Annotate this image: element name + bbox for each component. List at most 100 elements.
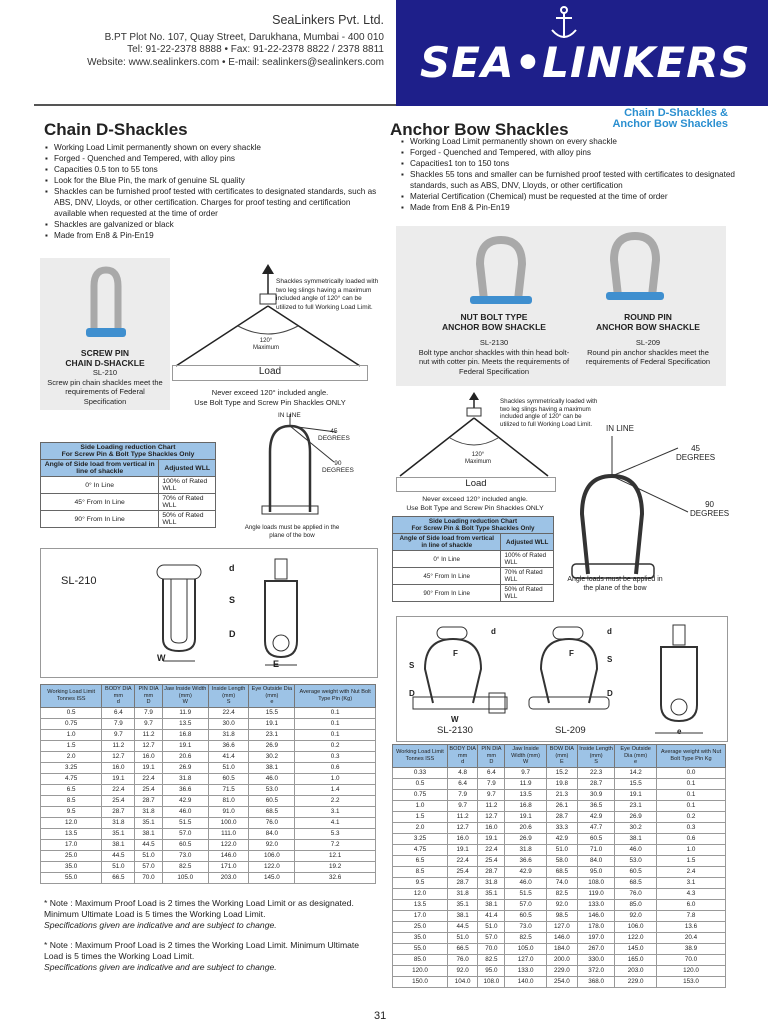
table-cell: 90° From In Line (391, 584, 502, 602)
table-cell: 0.6 (294, 761, 376, 774)
table-cell: 92.0 (545, 898, 579, 911)
table-cell: 28.7 (134, 794, 163, 807)
table-cell: 82.5 (545, 887, 579, 900)
shackle-side-drawing (264, 558, 298, 666)
table-cell: 11.9 (161, 706, 209, 719)
table-cell: 12.7 (446, 821, 479, 834)
dim-d-left: d (229, 563, 235, 573)
table-cell: 82.5 (477, 953, 506, 966)
angle-90-value-r: 90 (705, 500, 715, 509)
table-cell: 66.5 (446, 942, 479, 955)
dim-D-right-2: D (607, 689, 613, 698)
angle-value: 120° (259, 338, 273, 344)
table-cell: 372.0 (577, 964, 616, 977)
table-cell: 26.9 (614, 810, 658, 823)
table-cell: 73.0 (504, 920, 547, 933)
table-cell: 47.7 (577, 821, 616, 834)
table-cell: 3.1 (294, 805, 376, 818)
table-cell: 60.5 (161, 838, 209, 851)
list-item: Made from En8 & Pin-En19 (45, 230, 384, 241)
dim-D-right: D (409, 689, 415, 698)
angle-diagram-left (261, 414, 337, 515)
table-cell: 84.0 (248, 827, 296, 840)
table-cell: 1.4 (294, 783, 376, 796)
table-cell: 31.8 (207, 728, 250, 741)
table-cell: 30.0 (207, 717, 250, 730)
list-item: Shackles are galvanized or black (45, 219, 384, 230)
column-header: BOW DIA (mm)E (545, 744, 579, 768)
dim-w-left: W (157, 653, 166, 663)
table-cell: 82.5 (161, 860, 209, 873)
table-cell: 122.0 (248, 860, 296, 873)
table-cell: 51.5 (504, 887, 547, 900)
table-cell: 3.25 (39, 761, 103, 774)
table-cell: 36.6 (161, 783, 209, 796)
table-cell: 1.0 (294, 772, 376, 785)
p1-name-2: ANCHOR BOW SHACKLE (442, 322, 546, 332)
anchor-icon (551, 6, 577, 38)
table-cell: 13.5 (39, 827, 103, 840)
table-cell: 21.3 (545, 788, 579, 801)
table-cell: 84.0 (577, 854, 616, 867)
dimension-drawing-sl210: SL-210 d S D W E (40, 548, 378, 678)
table-cell: 106.0 (248, 849, 296, 862)
column-header: Working Load Limit Tonnes ISS (39, 684, 103, 708)
table-cell: 0.3 (294, 750, 376, 763)
table-cell: 44.5 (446, 920, 479, 933)
angle-90-value: 90 (334, 460, 342, 467)
table-cell: 146.0 (577, 909, 616, 922)
table-cell: 36.6 (504, 854, 547, 867)
table-cell: 7.8 (656, 909, 726, 922)
table-cell: 22.4 (134, 772, 163, 785)
angle-inline-left: IN LINE (278, 412, 301, 419)
table-cell: 25.4 (477, 854, 506, 867)
table-cell: 85.0 (392, 953, 448, 966)
table-cell: 0.5 (392, 777, 448, 790)
table-cell: 19.1 (477, 832, 506, 845)
table-cell: 140.0 (504, 975, 547, 988)
company-web: Website: www.sealinkers.com • E-mail: se… (87, 56, 384, 68)
company-header: SeaLinkers Pvt. Ltd. B.PT Plot No. 107, … (60, 14, 384, 69)
product-desc: Screw pin chain shackles meet the requir… (47, 377, 163, 406)
table-cell: 76.0 (614, 887, 658, 900)
table-cell: 71.0 (577, 843, 616, 856)
table-cell: 51.0 (134, 849, 163, 862)
table-cell: 1.0 (656, 843, 726, 856)
list-item: Shackles can be furnished proof tested w… (45, 186, 384, 219)
table-cell: 100% of Rated WLL (158, 476, 216, 494)
sling-angle-right: 120° Maximum (458, 452, 498, 466)
table-cell: 66.5 (101, 871, 136, 884)
side-chart-col1-r: Angle of Side load from vertical in line… (391, 533, 502, 551)
angle-90-left: 90 DEGREES (322, 460, 354, 474)
sling-angle-left: 120° Maximum (246, 338, 286, 352)
angle-90-right: 90 DEGREES (690, 500, 729, 518)
table-cell: 122.0 (614, 931, 658, 944)
table-cell: 184.0 (545, 942, 579, 955)
table-cell: 197.0 (577, 931, 616, 944)
column-header: Working Load Limit Tonnes ISS (392, 744, 448, 768)
table-cell: 25.4 (446, 865, 479, 878)
table-cell: 0.0 (656, 766, 726, 779)
angle-diagram-right (571, 436, 689, 579)
table-cell: 70% of Rated WLL (500, 567, 554, 585)
side-chart-col1: Angle of Side load from vertical in line… (39, 459, 160, 477)
table-cell: 50% of Rated WLL (500, 584, 554, 602)
table-cell: 13.5 (392, 898, 448, 911)
table-cell: 38.1 (614, 832, 658, 845)
list-item: Forged - Quenched and Tempered, with all… (401, 147, 740, 158)
table-cell: 57.0 (161, 827, 209, 840)
table-cell: 91.0 (207, 805, 250, 818)
table-cell: 8.5 (392, 865, 448, 878)
